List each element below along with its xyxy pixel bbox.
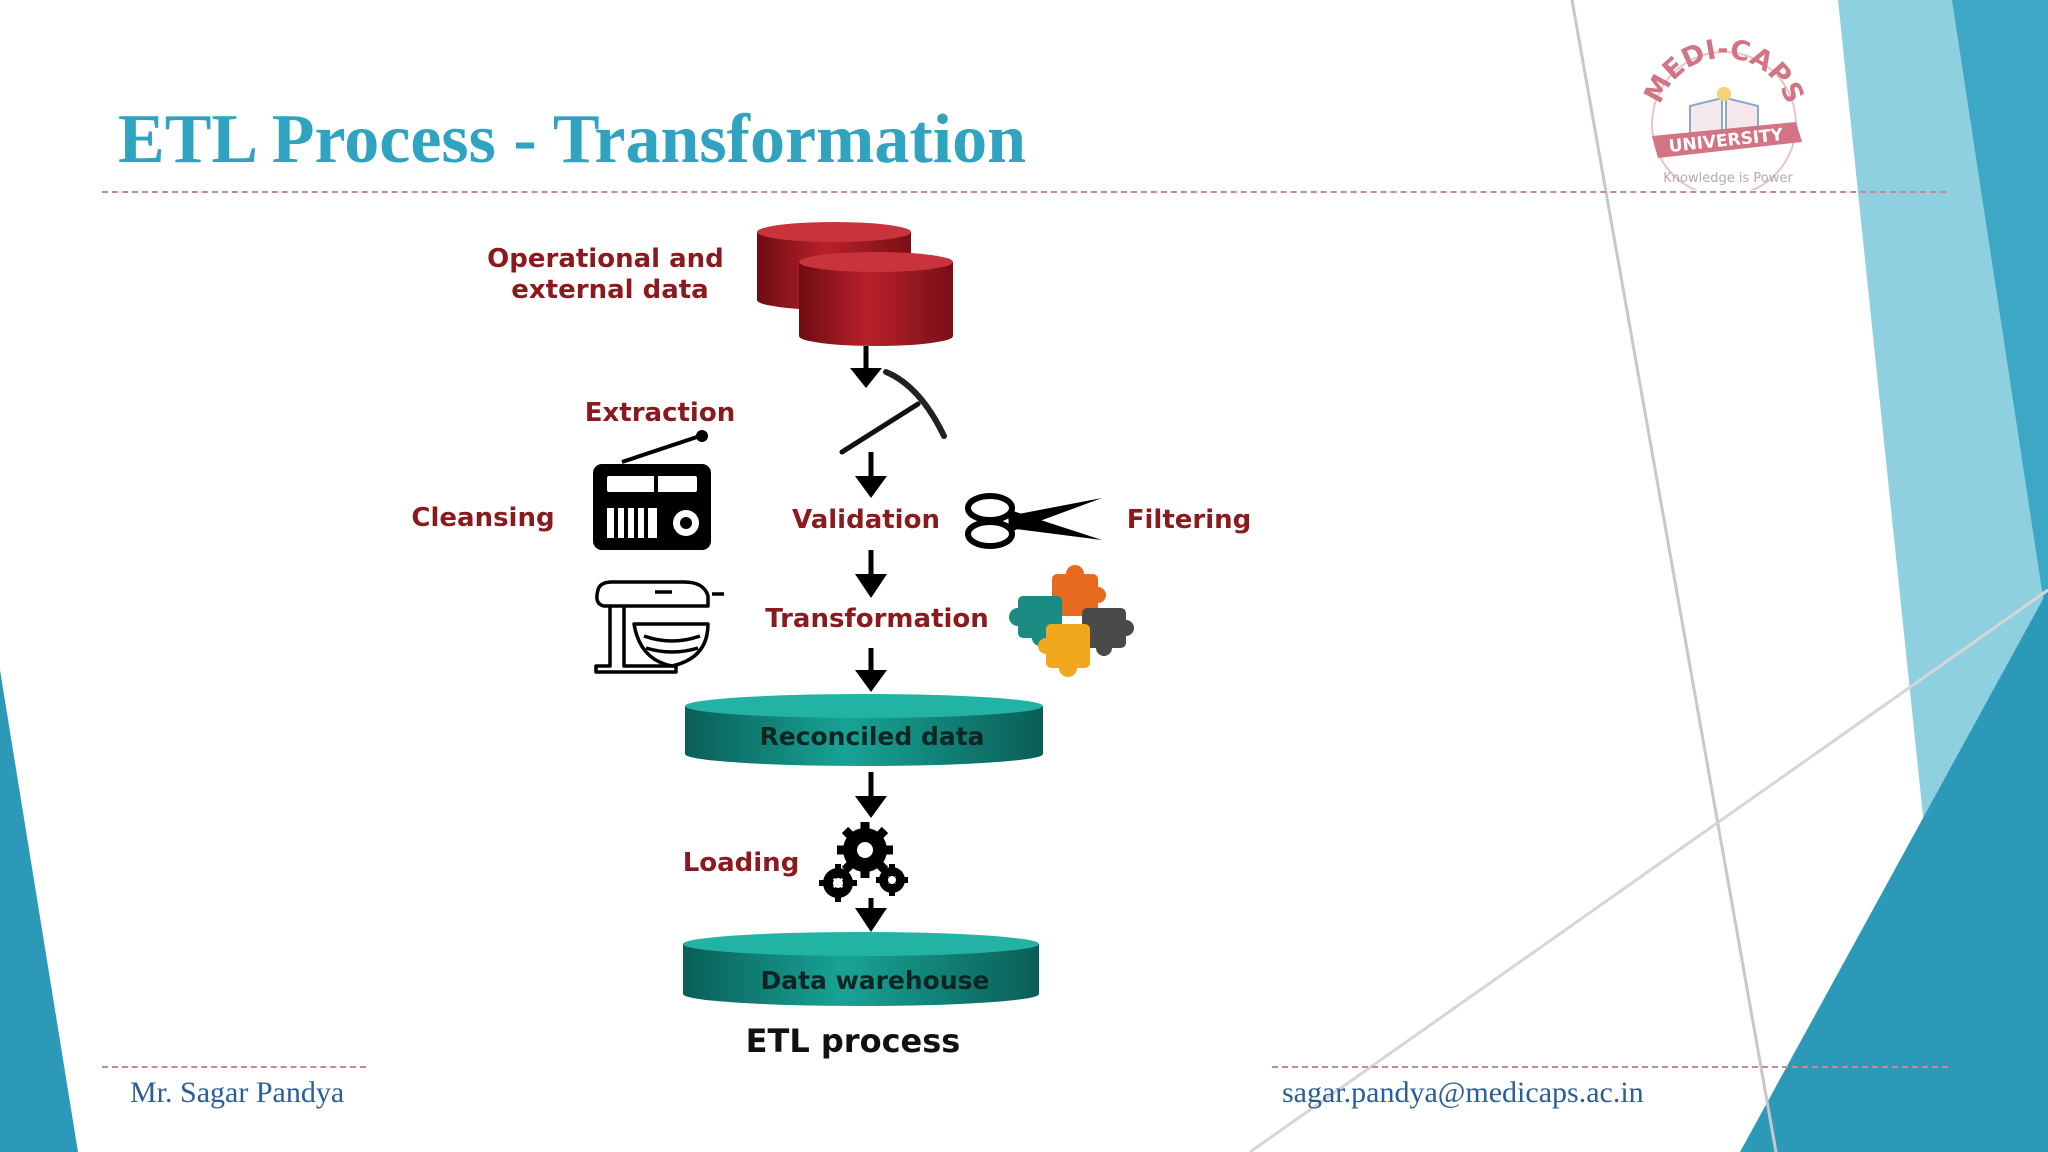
left-accent-triangle — [0, 670, 78, 1152]
slide-title: ETL Process - Transformation — [118, 101, 1027, 178]
label-source: Operational and external data — [487, 244, 733, 305]
flow-arrow-3 — [855, 550, 887, 598]
gears-icon — [819, 822, 908, 902]
reconciled-data-cylinder — [685, 694, 1043, 766]
flow-arrow-4 — [855, 648, 887, 692]
puzzle-pieces-icon — [1009, 565, 1134, 677]
label-loading: Loading — [683, 848, 800, 878]
label-cleansing: Cleansing — [411, 503, 554, 533]
right-accent-panel-dark — [1740, 590, 2048, 1152]
logo-tagline: Knowledge is Power — [1663, 171, 1793, 186]
label-validation: Validation — [792, 505, 940, 535]
flow-arrow-6 — [855, 898, 887, 932]
footer-divider-right — [1272, 1066, 1948, 1068]
flow-arrow-5 — [855, 772, 887, 818]
footer-email: sagar.pandya@medicaps.ac.in — [1282, 1076, 1644, 1109]
label-filtering: Filtering — [1127, 505, 1252, 535]
scissors-icon — [965, 493, 1102, 549]
logo-banner — [1652, 122, 1802, 158]
flow-arrow-2 — [855, 452, 887, 498]
label-extraction: Extraction — [585, 398, 735, 428]
diagram-caption: ETL process — [746, 1022, 961, 1060]
university-logo: MEDI-CAPS UNIVERSITY Knowledge is Power — [1638, 34, 1810, 190]
title-divider — [102, 191, 1946, 193]
radio-icon — [593, 430, 711, 550]
label-transformation: Transformation — [765, 604, 989, 634]
stand-mixer-icon — [594, 580, 724, 674]
flow-arrow-1 — [850, 346, 882, 388]
decor-line-diagonal — [1249, 588, 2048, 1152]
database-cylinders-icon — [757, 222, 953, 346]
label-reconciled-data: Reconciled data — [759, 722, 984, 751]
right-accent-panel-mid — [1952, 0, 2048, 630]
data-warehouse-cylinder — [683, 932, 1039, 1006]
pickaxe-icon — [839, 369, 947, 455]
footer-author: Mr. Sagar Pandya — [130, 1076, 345, 1109]
footer-divider-left — [102, 1066, 366, 1068]
label-data-warehouse: Data warehouse — [760, 966, 989, 995]
